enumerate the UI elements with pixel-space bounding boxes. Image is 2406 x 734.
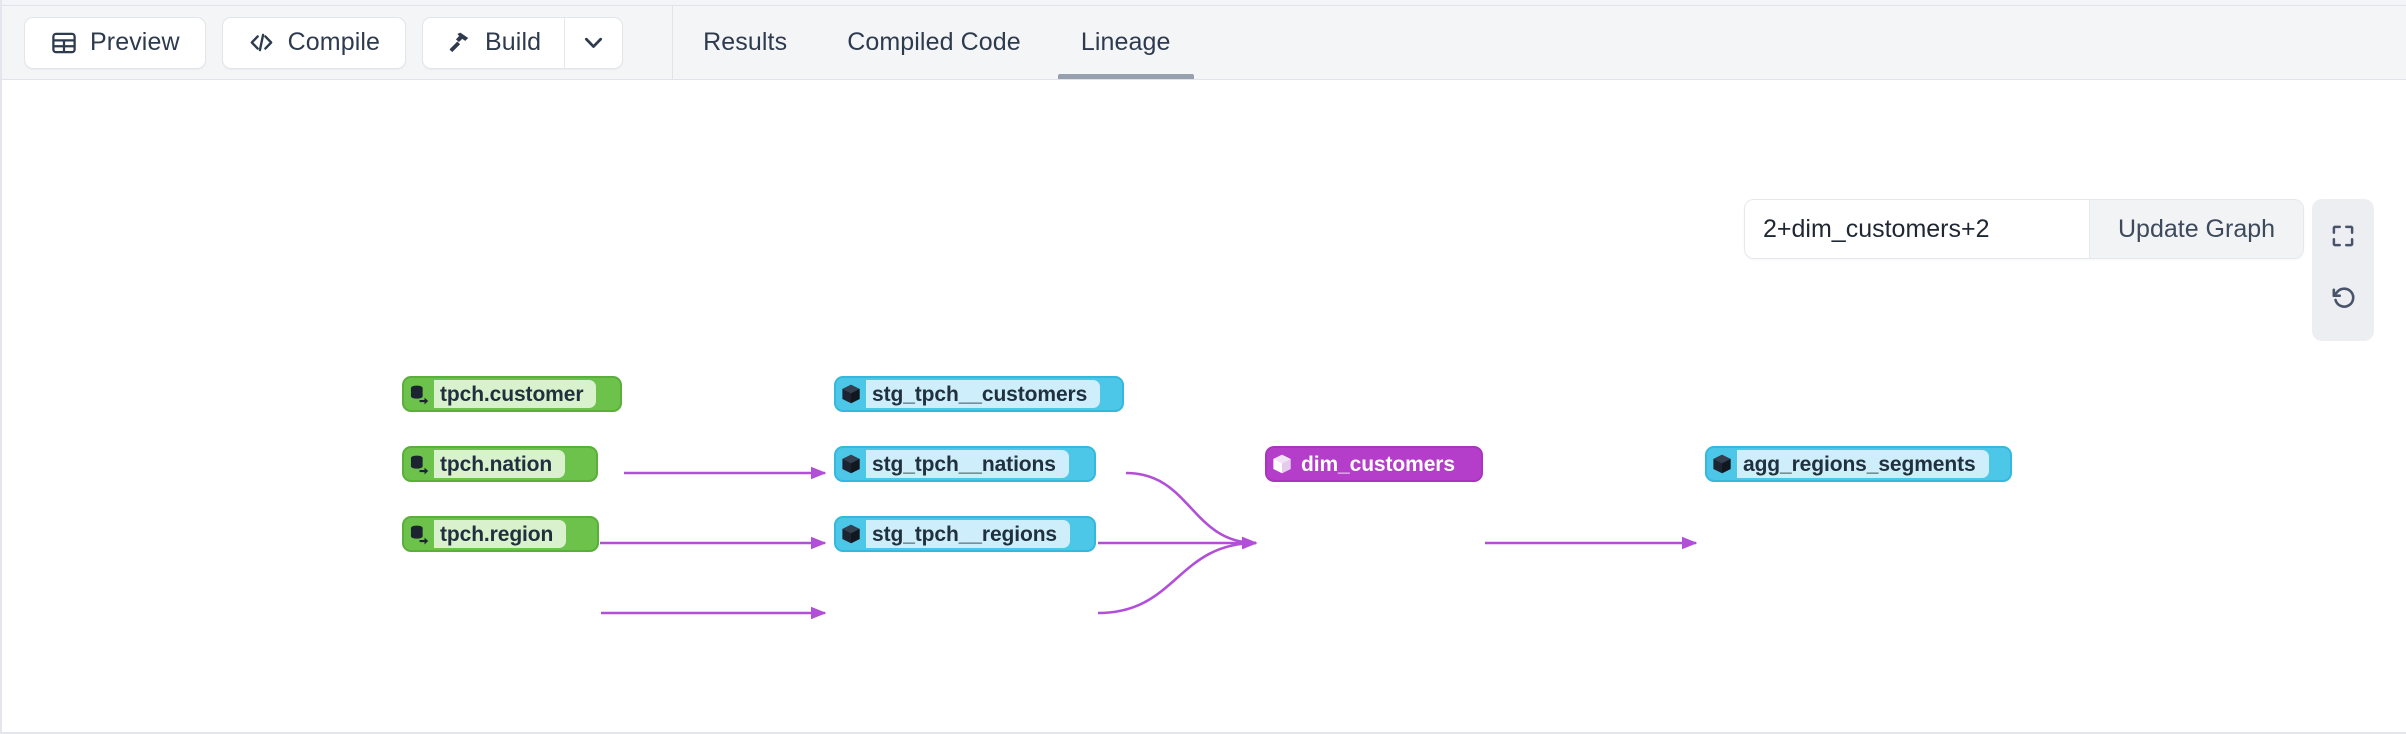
preview-button-label: Preview — [90, 28, 180, 56]
update-graph-button[interactable]: Update Graph — [2089, 200, 2304, 258]
build-button[interactable]: Build — [423, 17, 566, 68]
cube-model-icon — [836, 518, 866, 550]
expand-fullscreen-icon — [2330, 223, 2356, 254]
tab-results-label: Results — [703, 28, 788, 56]
tab-results[interactable]: Results — [673, 6, 817, 79]
lineage-edge — [1125, 471, 1258, 550]
build-dropdown-button[interactable] — [565, 18, 622, 68]
code-brackets-icon — [248, 29, 275, 56]
compile-button-label: Compile — [287, 28, 381, 56]
table-icon — [50, 29, 77, 56]
cube-model-icon — [1267, 448, 1297, 480]
update-graph-button-label: Update Graph — [2118, 214, 2276, 243]
lineage-node-dim_customers[interactable]: dim_customers — [1265, 446, 1483, 482]
build-button-label: Build — [485, 28, 542, 56]
lineage-node-tpch_region[interactable]: tpch.region — [402, 516, 599, 552]
database-source-icon — [404, 448, 434, 480]
database-source-icon — [404, 378, 434, 410]
cube-model-icon — [836, 448, 866, 480]
tab-lineage[interactable]: Lineage — [1051, 6, 1201, 79]
lineage-node-agg_regions_segments[interactable]: agg_regions_segments — [1705, 446, 2012, 482]
build-split-button: Build — [422, 16, 624, 69]
lineage-edges — [600, 466, 1698, 620]
lineage-edge — [1097, 536, 1258, 615]
panel-top-edge — [2, 0, 2406, 6]
lineage-node-stg_tpch__nations[interactable]: stg_tpch__nations — [834, 446, 1096, 482]
lineage-node-stg_tpch__customers[interactable]: stg_tpch__customers — [834, 376, 1124, 412]
lineage-node-stg_tpch__regions[interactable]: stg_tpch__regions — [834, 516, 1096, 552]
lineage-node-label: stg_tpch__customers — [866, 380, 1101, 408]
chevron-down-icon — [580, 29, 607, 56]
lineage-node-label: tpch.customer — [434, 380, 597, 408]
tab-compiled-code[interactable]: Compiled Code — [817, 6, 1051, 79]
lineage-node-label: tpch.region — [434, 520, 567, 548]
lineage-node-label: stg_tpch__nations — [866, 450, 1069, 478]
result-tabs: Results Compiled Code Lineage — [673, 6, 1200, 79]
reset-rotate-ccw-icon — [2330, 284, 2357, 316]
lineage-node-tpch_nation[interactable]: tpch.nation — [402, 446, 598, 482]
cube-model-icon — [1707, 448, 1737, 480]
toolbar-divider — [672, 6, 673, 79]
lineage-selector-input[interactable] — [1745, 200, 2089, 258]
hammer-icon — [445, 29, 472, 56]
lineage-node-label: stg_tpch__regions — [866, 520, 1071, 548]
lineage-node-label: agg_regions_segments — [1737, 450, 1989, 478]
lineage-node-tpch_customer[interactable]: tpch.customer — [402, 376, 622, 412]
fullscreen-button[interactable] — [2312, 207, 2374, 269]
lineage-graph[interactable]: tpch.customer tpch.nation tpch.region stg_t… — [2, 80, 2406, 732]
graph-view-controls — [2312, 199, 2374, 341]
tab-lineage-label: Lineage — [1080, 28, 1171, 56]
toolbar-action-group: Preview Compile — [2, 6, 624, 79]
reset-graph-button[interactable] — [2312, 269, 2374, 331]
cube-model-icon — [836, 378, 866, 410]
database-source-icon — [404, 518, 434, 550]
lineage-canvas[interactable]: Update Graph — [2, 80, 2406, 732]
compile-button[interactable]: Compile — [221, 16, 407, 69]
tab-compiled-code-label: Compiled Code — [847, 28, 1021, 56]
editor-toolbar: Preview Compile — [2, 6, 2406, 80]
preview-button[interactable]: Preview — [24, 16, 206, 69]
lineage-node-label: tpch.nation — [434, 450, 566, 478]
lineage-node-label: dim_customers — [1301, 452, 1455, 476]
lineage-selector-group: Update Graph — [1744, 199, 2305, 259]
